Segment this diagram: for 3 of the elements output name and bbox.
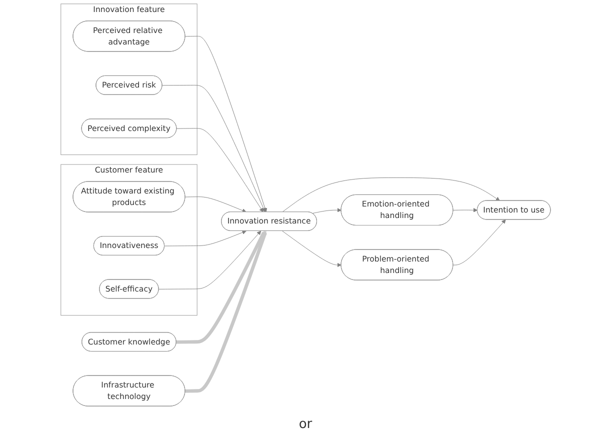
arrow xyxy=(184,230,267,393)
arrow xyxy=(176,230,266,344)
note-text: or xyxy=(298,417,312,432)
